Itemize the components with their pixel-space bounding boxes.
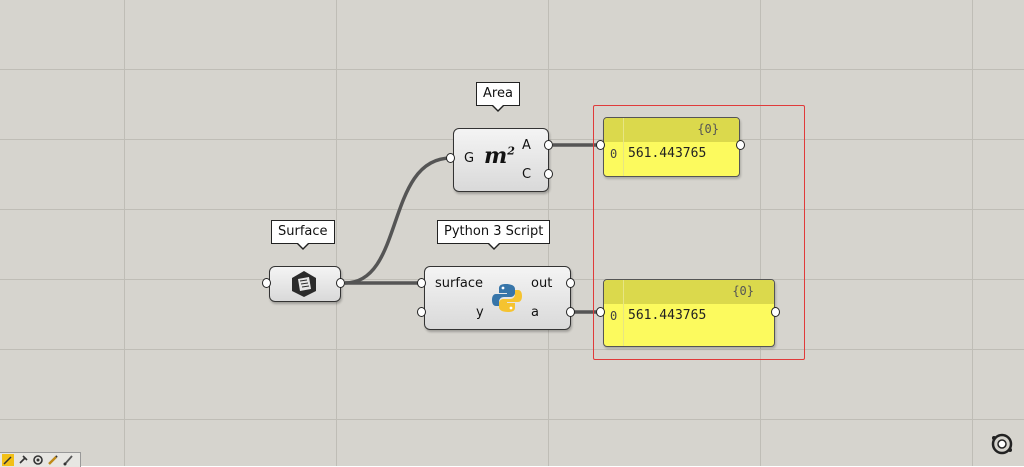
rotate-view-icon[interactable]: [988, 430, 1016, 458]
panel-python-result[interactable]: {0} 0 561.443765: [603, 279, 775, 347]
python-icon: [492, 284, 522, 312]
canvas-toolbar: [0, 452, 81, 467]
pin-icon[interactable]: [17, 454, 29, 466]
python-input-surface-port[interactable]: [417, 278, 426, 288]
brush-icon[interactable]: [62, 454, 74, 466]
panel-python-index: 0: [610, 309, 618, 323]
area-icon: m2: [484, 143, 515, 169]
area-input-g-port[interactable]: [446, 153, 455, 163]
area-output-a-port[interactable]: [544, 140, 553, 150]
panel-area-rule: [623, 118, 624, 176]
python-output-a-label: a: [531, 305, 539, 320]
gear-icon[interactable]: [32, 454, 44, 466]
wand-icon[interactable]: [2, 454, 14, 466]
python-script-component[interactable]: surface y out a: [424, 266, 571, 330]
panel-python-input-port[interactable]: [596, 307, 605, 317]
area-output-c-port[interactable]: [544, 169, 553, 179]
python-input-y-port[interactable]: [417, 307, 426, 317]
highlight-box: [593, 105, 805, 360]
panel-area-output-port[interactable]: [736, 140, 745, 150]
panel-area-header: [604, 118, 739, 142]
panel-area-input-port[interactable]: [596, 140, 605, 150]
python-input-surface-label: surface: [435, 276, 484, 291]
panel-area-result[interactable]: {0} 0 561.443765: [603, 117, 740, 177]
panel-area-index: 0: [610, 147, 618, 161]
wire-surface-to-area: [344, 156, 452, 285]
area-tag: Area: [476, 82, 520, 112]
panel-python-value: 561.443765: [628, 308, 707, 323]
surface-component[interactable]: [269, 266, 341, 302]
python-tag: Python 3 Script: [437, 220, 551, 250]
surface-icon: [292, 271, 316, 297]
panel-python-rule: [623, 280, 624, 346]
panel-python-header: [604, 280, 774, 304]
python-input-y-label: y: [476, 305, 484, 320]
surface-tag-label: Surface: [278, 224, 328, 239]
panel-python-output-port[interactable]: [771, 307, 780, 317]
area-output-a-label: A: [522, 138, 531, 153]
python-output-out-label: out: [531, 276, 553, 291]
surface-output-port[interactable]: [336, 278, 345, 288]
panel-area-path: {0}: [697, 122, 719, 136]
python-tag-label: Python 3 Script: [444, 224, 544, 239]
area-component[interactable]: G m2 A C: [453, 128, 549, 192]
surface-input-port[interactable]: [262, 278, 271, 288]
panel-area-value: 561.443765: [628, 146, 707, 161]
area-output-c-label: C: [522, 167, 532, 182]
python-output-out-port[interactable]: [566, 278, 575, 288]
surface-tag: Surface: [271, 220, 335, 250]
area-tag-label: Area: [483, 86, 513, 101]
pencil-icon[interactable]: [47, 454, 59, 466]
python-output-a-port[interactable]: [566, 307, 575, 317]
area-input-g-label: G: [464, 151, 475, 166]
panel-python-path: {0}: [732, 284, 754, 298]
